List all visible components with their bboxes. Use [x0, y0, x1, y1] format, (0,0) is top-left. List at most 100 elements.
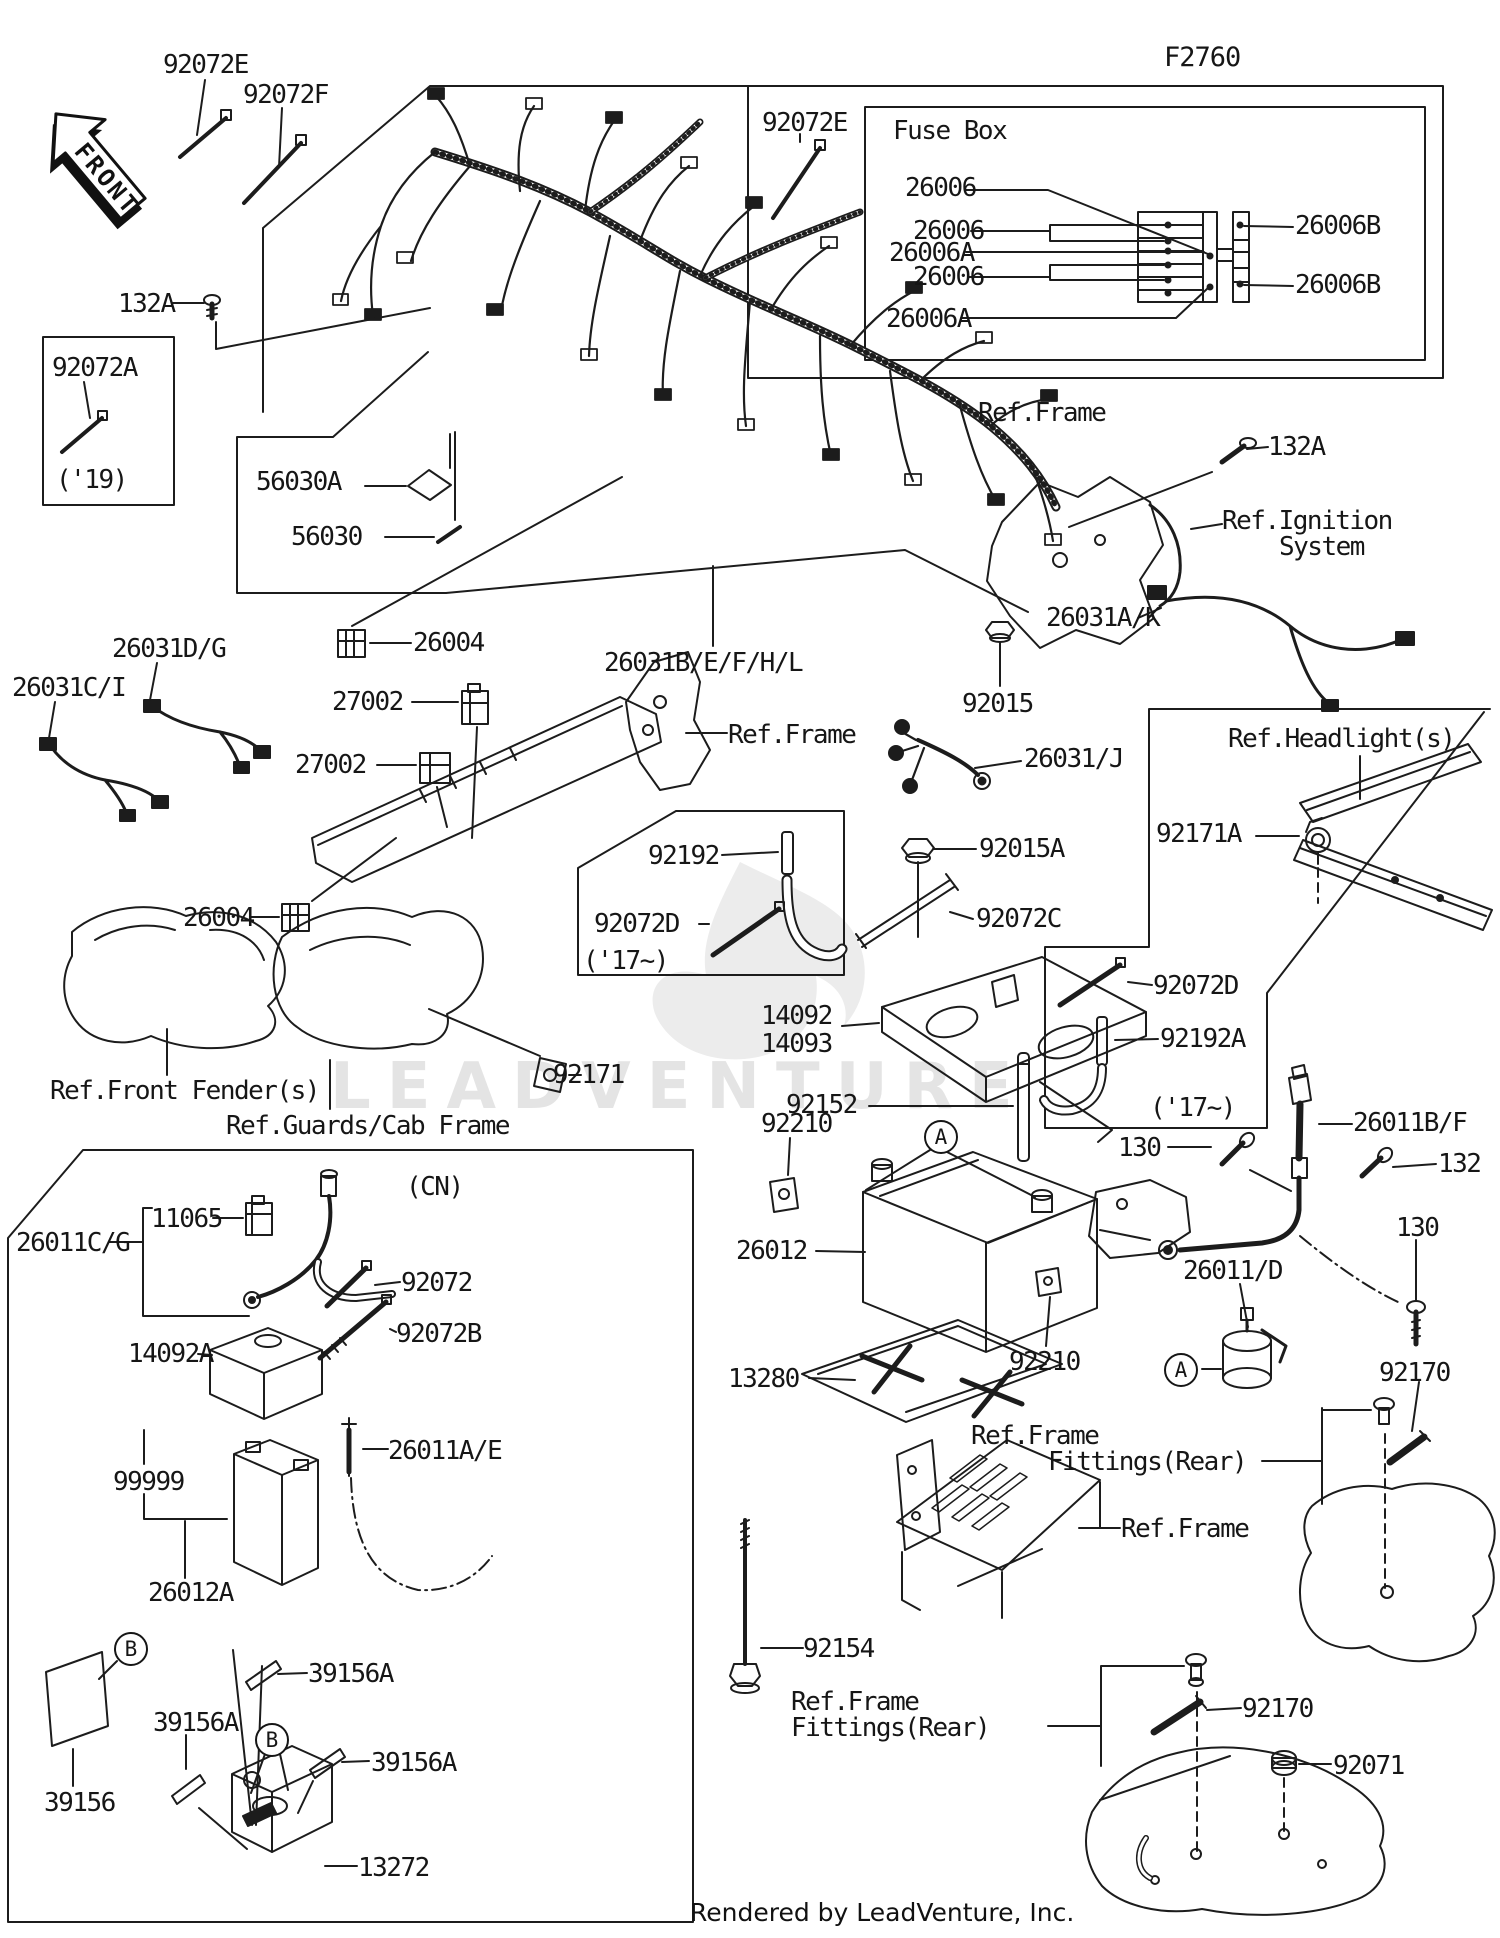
ground-cables-right	[1088, 1064, 1426, 1389]
part-label-refframe: Ref.Frame	[971, 1421, 1100, 1451]
part-label-26006: 26006	[913, 216, 985, 246]
fuse-block	[960, 189, 1294, 319]
part-label-refignition: Ref.Ignition	[1222, 506, 1393, 536]
part-label-refframe: Ref.Frame	[978, 398, 1107, 428]
part-label-99999: 99999	[113, 1467, 185, 1497]
cn-box-parts	[45, 1169, 396, 1853]
cable-ties	[60, 109, 826, 544]
part-label-92192a: 92192A	[1160, 1024, 1246, 1054]
part-label-fittingsrear: Fittings(Rear)	[791, 1713, 991, 1743]
part-label-92170: 92170	[1242, 1694, 1314, 1724]
part-label-39156: 39156	[44, 1788, 116, 1818]
part-label-92170: 92170	[1379, 1358, 1451, 1388]
part-label-27002: 27002	[295, 750, 367, 780]
part-label-17: ('17~)	[583, 946, 669, 976]
render-credit: Rendered by LeadVenture, Inc.	[690, 1898, 1075, 1927]
part-label-26031j: 26031/J	[1024, 744, 1125, 774]
part-label-39156a: 39156A	[153, 1708, 239, 1738]
part-label-92072f: 92072F	[243, 80, 329, 110]
part-label-92072e: 92072E	[163, 50, 249, 80]
part-label-27002: 27002	[332, 687, 404, 717]
part-label-26006: 26006	[905, 173, 977, 203]
part-label-92210: 92210	[761, 1109, 833, 1139]
part-label-26006: 26006	[913, 262, 985, 292]
part-label-39156a: 39156A	[308, 1659, 394, 1689]
part-label-refguardscabframe: Ref.Guards/Cab Frame	[226, 1111, 511, 1141]
cable-route-dashdot	[341, 1235, 1399, 1592]
part-label-fusebox: Fuse Box	[893, 116, 1008, 146]
small-hardware	[710, 621, 1126, 1162]
callout-circle-b: B	[255, 1723, 289, 1757]
part-label-14092: 14092	[761, 1001, 833, 1031]
part-label-26006b: 26006B	[1295, 270, 1381, 300]
part-label-92072d: 92072D	[1153, 971, 1239, 1001]
part-label-11065: 11065	[151, 1204, 223, 1234]
part-label-fittingsrear: Fittings(Rear)	[1048, 1447, 1248, 1477]
callout-circle-a: A	[1164, 1353, 1198, 1387]
part-label-26012a: 26012A	[148, 1578, 234, 1608]
part-label-92072d: 92072D	[594, 909, 680, 939]
part-label-26011bf: 26011B/F	[1353, 1108, 1468, 1138]
holddown-tray	[881, 956, 1147, 1143]
part-label-39156a: 39156A	[371, 1748, 457, 1778]
part-label-92072e: 92072E	[762, 108, 848, 138]
part-label-92072b: 92072B	[396, 1319, 482, 1349]
part-label-92072: 92072	[401, 1268, 473, 1298]
part-label-92210: 92210	[1009, 1347, 1081, 1377]
part-label-26011d: 26011/D	[1183, 1256, 1284, 1286]
watermark-flame-icon	[652, 862, 865, 1060]
part-label-130: 130	[1118, 1133, 1162, 1163]
part-label-reffrontfenders: Ref.Front Fender(s)	[50, 1076, 320, 1106]
part-label-26011cg: 26011C/G	[16, 1228, 131, 1258]
part-label-132a: 132A	[1268, 432, 1326, 462]
frame-rail	[281, 469, 711, 932]
part-label-26004: 26004	[183, 903, 255, 933]
part-label-92072a: 92072A	[52, 353, 138, 383]
part-label-56030a: 56030A	[256, 467, 342, 497]
headlight-bar	[1293, 743, 1493, 931]
part-label-refframe: Ref.Frame	[791, 1687, 920, 1717]
part-label-26006a: 26006A	[886, 304, 972, 334]
part-label-130: 130	[1396, 1213, 1440, 1243]
part-label-13272: 13272	[358, 1853, 430, 1883]
pigtail-cables	[39, 699, 271, 822]
wiring-harness	[332, 87, 1062, 546]
part-label-92071: 92071	[1333, 1751, 1405, 1781]
part-label-92152: 92152	[786, 1090, 858, 1120]
cable-26031j	[888, 719, 991, 794]
cable-26031ak	[1147, 585, 1415, 712]
part-label-13280: 13280	[728, 1364, 800, 1394]
front-fender	[63, 906, 286, 1050]
part-label-refframe: Ref.Frame	[1121, 1514, 1250, 1544]
callout-circle-b: B	[114, 1632, 148, 1666]
part-label-26031dg: 26031D/G	[112, 634, 227, 664]
leader-lines	[48, 79, 1437, 1867]
part-label-26006a: 26006A	[889, 238, 975, 268]
part-label-92192: 92192	[648, 841, 720, 871]
part-label-56030: 56030	[291, 522, 363, 552]
part-label-26011ae: 26011A/E	[388, 1436, 503, 1466]
battery-26012	[769, 1151, 1098, 1423]
guards-cab-frame	[272, 906, 567, 1093]
cargo-frame	[896, 1439, 1101, 1619]
bolt-92154	[729, 1518, 761, 1694]
part-label-92015a: 92015A	[979, 834, 1065, 864]
hidden-lines	[1196, 867, 1386, 1853]
part-label-refheadlights: Ref.Headlight(s)	[1228, 724, 1456, 754]
part-label-92015: 92015	[962, 689, 1034, 719]
part-label-26006b: 26006B	[1295, 211, 1381, 241]
leadventure-watermark: LEADVENTURE	[330, 1050, 1029, 1124]
part-label-cn: (CN)	[406, 1172, 464, 1202]
part-label-26031ak: 26031A/K	[1046, 603, 1161, 633]
callout-circle-a: A	[924, 1120, 958, 1154]
enclosure-boxes	[7, 85, 1491, 1923]
part-label-92171a: 92171A	[1156, 819, 1242, 849]
part-label-system: System	[1279, 532, 1365, 562]
part-label-92154: 92154	[803, 1634, 875, 1664]
part-label-19: ('19)	[56, 465, 128, 495]
part-label-14093: 14093	[761, 1029, 833, 1059]
part-label-17: ('17~)	[1150, 1093, 1236, 1123]
